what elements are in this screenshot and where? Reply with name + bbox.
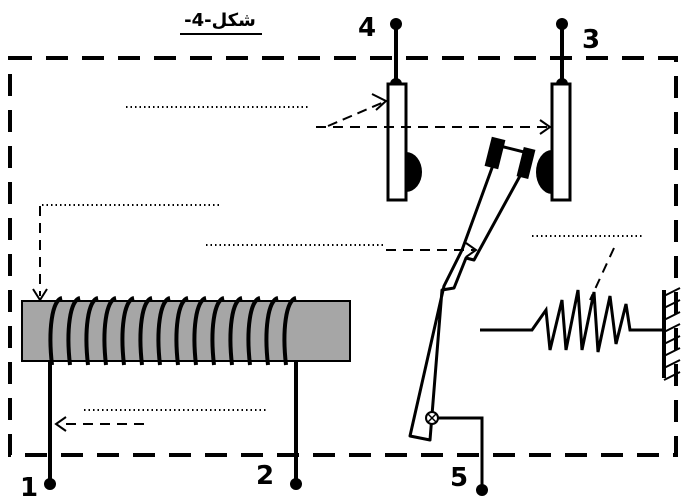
terminal-3-dot — [556, 18, 568, 30]
movable-armature — [408, 136, 536, 442]
terminal-5-wire — [438, 416, 484, 490]
answer-blank-e — [532, 235, 644, 301]
fixed-contact-4 — [386, 18, 422, 202]
answer-blank-b — [316, 119, 552, 135]
answer-blank-d — [206, 242, 478, 258]
blank-f-arrowhead — [54, 416, 67, 432]
contact-3-blade — [550, 82, 572, 202]
armature-contact-left — [484, 136, 506, 170]
answer-blank-f — [54, 409, 266, 432]
terminal-1-dot — [44, 478, 56, 490]
blank-c-arrowhead — [32, 288, 48, 302]
armature-contact-right — [516, 146, 536, 180]
spring-coil — [480, 289, 662, 353]
contact-4-blade — [386, 82, 408, 202]
relay-enclosure — [8, 56, 678, 457]
contact-4-tip — [406, 152, 422, 192]
figure-title: شكل-4- — [184, 10, 256, 31]
terminal-2-dot — [290, 478, 302, 490]
terminal-label-4: 4 — [358, 13, 376, 43]
terminal-label-2: 2 — [256, 461, 274, 491]
blank-d-arrowhead — [465, 242, 478, 258]
terminal-label-3: 3 — [582, 25, 600, 55]
contact-3-tip — [536, 150, 552, 194]
blank-b-arrowhead — [539, 119, 552, 135]
terminal-label-5: 5 — [450, 463, 468, 493]
return-spring — [480, 287, 681, 381]
terminal-5-dot — [476, 484, 488, 496]
answer-blank-c — [32, 204, 220, 302]
answer-blank-a — [126, 93, 388, 127]
armature-pivot-cross-b — [427, 413, 437, 423]
blank-e-leader — [589, 247, 615, 301]
armature-body — [408, 144, 534, 442]
electromagnet — [21, 296, 351, 490]
fixed-contact-3 — [536, 18, 572, 202]
terminal-5 — [438, 416, 488, 496]
terminal-label-1: 1 — [20, 473, 38, 500]
coil-turns — [48, 296, 297, 366]
spring-anchor-hatch — [663, 287, 681, 381]
blank-a-leader — [327, 101, 385, 127]
figure-title-group: شكل-4- — [180, 10, 262, 35]
terminal-4-dot — [390, 18, 402, 30]
blank-a-arrowhead — [371, 93, 388, 111]
